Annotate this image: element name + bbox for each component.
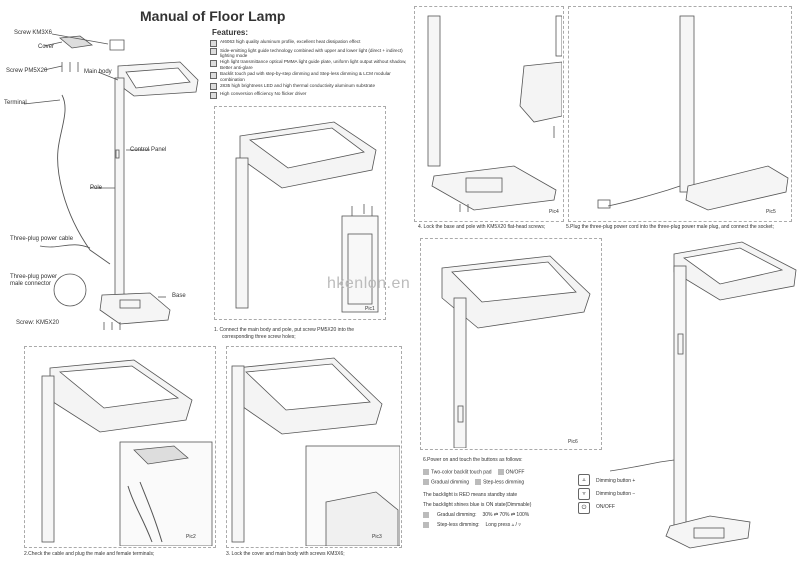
pic3-drawing xyxy=(231,357,400,546)
overview-drawing xyxy=(23,33,199,330)
watermark: hkenlon.en xyxy=(327,275,411,292)
step3-text: 3. Lock the cover and main body with scr… xyxy=(226,551,345,557)
label-cover: Cover xyxy=(38,44,55,50)
label-terminal: Terminal xyxy=(4,100,27,106)
pic6-panel xyxy=(420,238,602,450)
dimming-plus-label: Dimming button + xyxy=(596,478,636,484)
label-male-connector-2: male connector xyxy=(10,281,52,287)
pic5-panel xyxy=(568,6,792,222)
pic5-label: Pic5 xyxy=(766,209,776,215)
feature-item: Side-emitting light guide technology com… xyxy=(210,48,410,59)
step6-text: 6.Power on and touch the buttons as foll… xyxy=(423,457,523,463)
pic1-drawing xyxy=(235,121,379,313)
onoff-item: ON/OFF xyxy=(497,469,524,475)
feature-item: High light transmittance optical PMMA li… xyxy=(210,59,410,70)
red-state-text: The backlight is RED means standby state xyxy=(423,491,518,498)
label-screw-km3x6: Screw KM3X6 xyxy=(14,30,53,36)
feature-item: AI6063 high quality aluminum profile, ex… xyxy=(210,39,410,47)
stepless-values: Long press ▵ / ▿ xyxy=(485,521,521,528)
dimming-down-icon: ▿ xyxy=(578,488,590,500)
pic2-label: Pic2 xyxy=(186,534,196,540)
gradual-values: 30% ⇄ 70% ⇄ 100% xyxy=(482,511,530,518)
step1-text-line2: corresponding three screw holes; xyxy=(222,334,296,340)
gradual-label: Gradual dimming: xyxy=(437,511,477,518)
step2-text: 2.Check the cable and plug the male and … xyxy=(24,551,155,557)
label-power-cable: Three-plug power cable xyxy=(10,236,74,242)
pic6-label: Pic6 xyxy=(568,439,578,445)
dimming-up-icon: ▵ xyxy=(578,474,590,486)
label-male-connector-1: Three-plug power xyxy=(10,274,58,280)
pic4-label: Pic4 xyxy=(549,209,559,215)
feature-item: 2835 high brightness LED and high therma… xyxy=(210,83,410,91)
dimming-buttons: ▵ ▿ ⏻ xyxy=(578,474,590,516)
pic1-label: Pic1 xyxy=(365,306,375,312)
dimming-minus-label: Dimming button − xyxy=(596,491,636,497)
stepless-label: Step-less dimming: xyxy=(437,521,480,528)
pic2-drawing xyxy=(41,359,213,546)
pic1-panel xyxy=(214,106,386,320)
label-screw-km5x20: Screw: KM5X20 xyxy=(16,320,60,326)
label-screw-pm5x20: Screw PM5X20 xyxy=(6,68,48,74)
feature-item: High conversion efficiency No flicker dr… xyxy=(210,91,410,99)
stepless-item: Step-less dimming xyxy=(475,479,524,486)
blue-state-text: The backlight shines blue is ON state(Di… xyxy=(423,501,532,508)
page-title: Manual of Floor Lamp xyxy=(140,8,286,24)
pic4-panel xyxy=(414,6,564,222)
features-list: AI6063 high quality aluminum profile, ex… xyxy=(210,39,410,100)
pic6-drawing xyxy=(441,255,591,448)
dimming-onoff-label: ON/OFF xyxy=(596,504,615,510)
step5-text: 5.Plug the three-plug power cord into th… xyxy=(566,224,774,230)
pic3-label: Pic3 xyxy=(372,534,382,540)
pic3-panel xyxy=(226,346,402,548)
operation-legend: Two-color backlit touch pad ON/OFF Gradu… xyxy=(423,469,603,532)
gradual-item: Gradual dimming xyxy=(423,479,469,486)
feature-item: Backlit touch pad with step-by-step dimm… xyxy=(210,71,410,82)
step1-text-line1: 1. Connect the main body and pole, put s… xyxy=(214,327,355,333)
pic5-drawing xyxy=(597,15,789,211)
features-heading: Features: xyxy=(212,28,249,37)
label-control-panel: Control Panel xyxy=(130,147,167,153)
full-lamp-drawing xyxy=(610,241,797,549)
label-pole: Pole xyxy=(90,185,103,191)
backlit-item: Two-color backlit touch pad xyxy=(423,469,492,475)
label-main-body: Main body xyxy=(84,69,112,75)
pic2-panel xyxy=(24,346,216,548)
pic4-drawing xyxy=(427,15,562,212)
power-icon: ⏻ xyxy=(578,502,590,514)
label-base: Base xyxy=(172,293,186,299)
step4-text: 4. Lock the base and pole with KM5X20 fl… xyxy=(418,224,546,230)
